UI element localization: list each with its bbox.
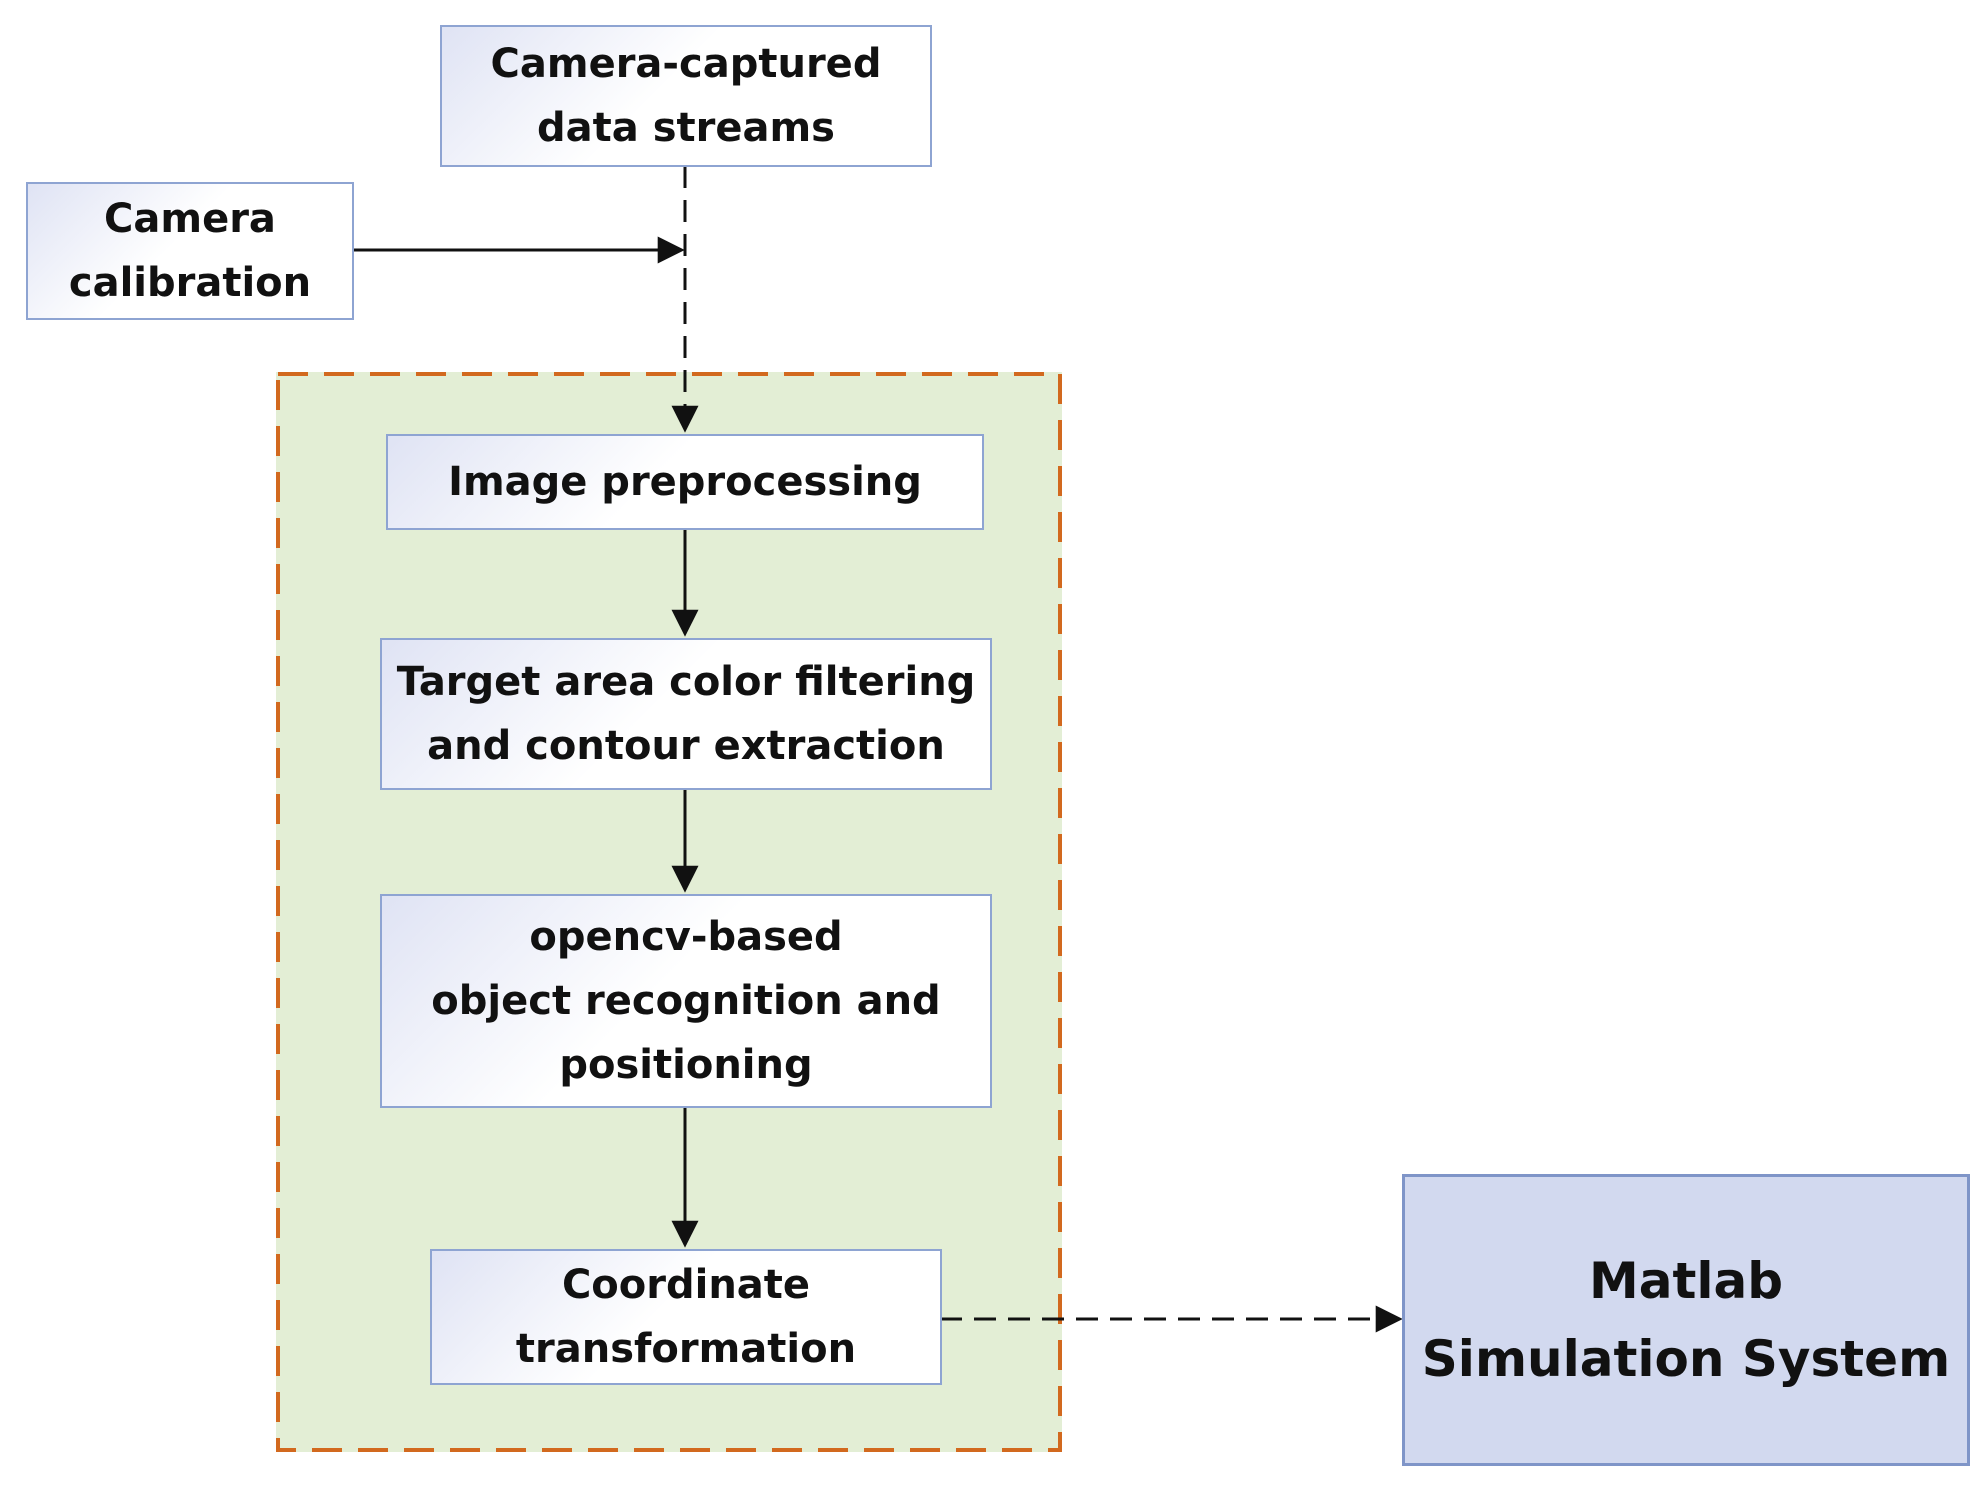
node-coordinate-transformation: Coordinate transformation (430, 1249, 942, 1385)
node-camera-streams: Camera-captured data streams (440, 25, 932, 167)
node-camera-calibration: Camera calibration (26, 182, 354, 320)
node-object-recognition: opencv-based object recognition and posi… (380, 894, 992, 1108)
node-image-preprocessing: Image preprocessing (386, 434, 984, 530)
processing-group-border (276, 372, 1062, 1452)
node-matlab-system: Matlab Simulation System (1402, 1174, 1970, 1466)
node-color-filtering: Target area color filtering and contour … (380, 638, 992, 790)
